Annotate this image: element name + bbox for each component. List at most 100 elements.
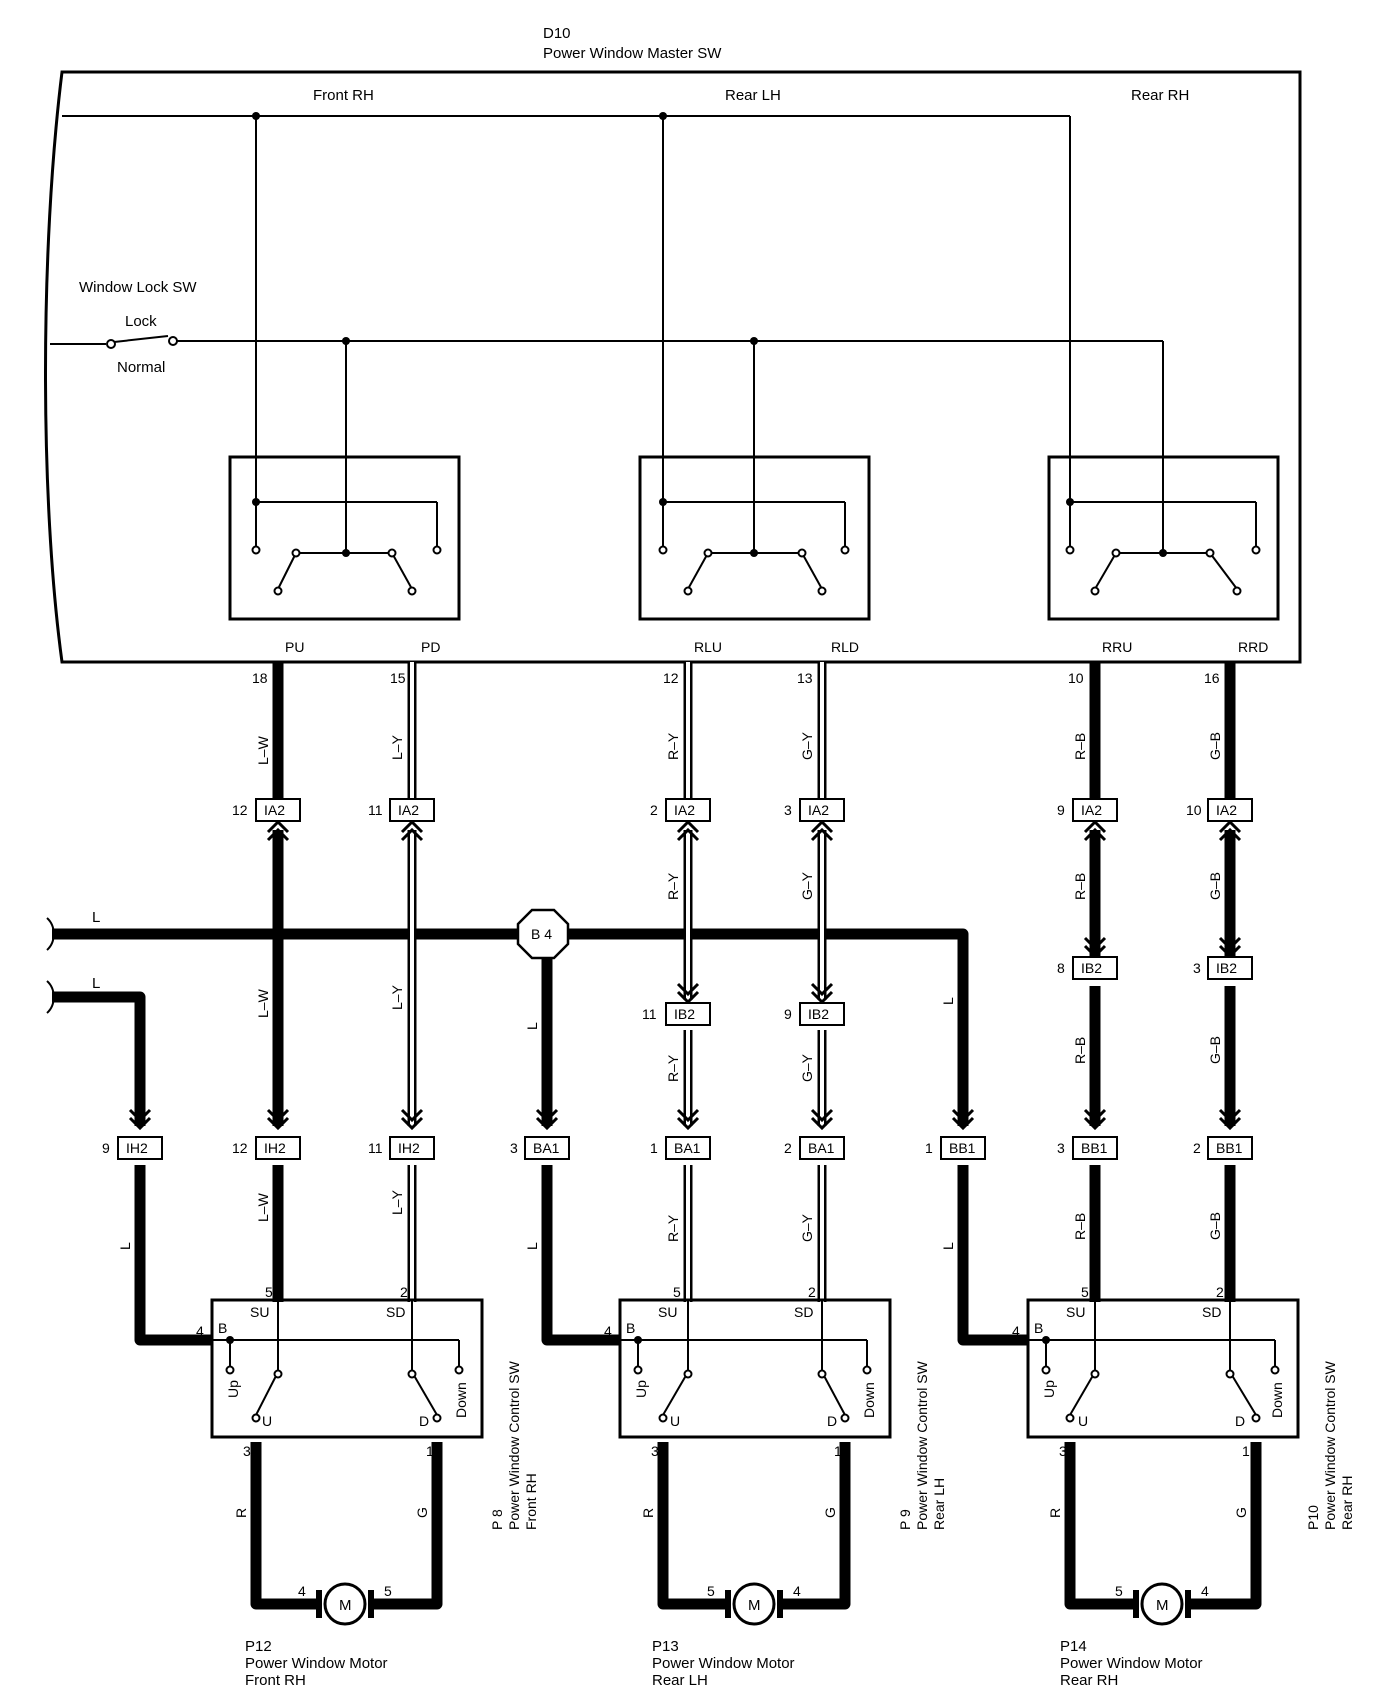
svg-text:R: R [640, 1508, 656, 1518]
svg-text:P 8: P 8 [489, 1509, 505, 1530]
svg-text:L–W: L–W [255, 735, 271, 765]
svg-text:L: L [940, 997, 956, 1005]
svg-text:1: 1 [426, 1443, 434, 1459]
control-switch-rear-rh: SU SD B U D Up Down 5 2 4 3 1 [1012, 1284, 1300, 1459]
master-pin-numbers: 18 15 12 13 10 16 [252, 670, 1220, 686]
svg-text:U: U [262, 1413, 272, 1429]
svg-text:IB2: IB2 [1216, 960, 1237, 976]
svg-text:SU: SU [658, 1304, 677, 1320]
svg-text:Down: Down [453, 1382, 469, 1418]
svg-text:L: L [940, 1242, 956, 1250]
svg-text:SD: SD [1202, 1304, 1221, 1320]
svg-text:3: 3 [651, 1443, 659, 1459]
svg-text:BB1: BB1 [1216, 1140, 1243, 1156]
wire-color-labels: L–W L–Y R–Y G–Y R–B G–B R–Y G–Y R–B G–B … [117, 731, 1249, 1518]
svg-text:2: 2 [400, 1284, 408, 1300]
svg-text:B: B [626, 1320, 635, 1336]
svg-text:P 9: P 9 [897, 1509, 913, 1530]
svg-text:15: 15 [390, 670, 406, 686]
svg-text:BA1: BA1 [533, 1140, 560, 1156]
master-switch: D10 Power Window Master SW Front RH Rear… [44, 25, 1302, 664]
svg-text:BB1: BB1 [949, 1140, 976, 1156]
wire-color-l-1: L [92, 909, 100, 926]
svg-text:5: 5 [1081, 1284, 1089, 1300]
control-switch-rear-lh: SU SD B U D Up Down 5 2 4 3 1 [604, 1284, 892, 1459]
section-rear-rh: Rear RH [1131, 87, 1189, 104]
svg-text:1: 1 [650, 1140, 658, 1156]
svg-text:3: 3 [510, 1140, 518, 1156]
svg-text:12: 12 [232, 1140, 248, 1156]
lock-sw-title: Window Lock SW [79, 279, 197, 296]
svg-text:Down: Down [861, 1382, 877, 1418]
svg-text:3: 3 [1057, 1140, 1065, 1156]
svg-text:G–Y: G–Y [799, 1213, 815, 1242]
control-switch-front-rh: SU SD B U D Up Down 5 2 4 3 1 [196, 1284, 484, 1459]
svg-text:9: 9 [784, 1006, 792, 1022]
motor-front-rh: M 4 5 P12 Power Window Motor Front RH [245, 1582, 392, 1689]
svg-text:Front RH: Front RH [523, 1473, 539, 1530]
svg-text:10: 10 [1068, 670, 1084, 686]
svg-text:IB2: IB2 [1081, 960, 1102, 976]
svg-text:4: 4 [196, 1323, 204, 1339]
svg-text:SD: SD [386, 1304, 405, 1320]
connector-ia2-3: IA2 2 [650, 798, 711, 822]
svg-text:R: R [1047, 1508, 1063, 1518]
svg-text:B: B [218, 1320, 227, 1336]
svg-text:Power Window Control SW: Power Window Control SW [506, 1360, 522, 1530]
svg-text:IA2: IA2 [398, 802, 419, 818]
svg-text:G: G [414, 1507, 430, 1518]
svg-text:U: U [1078, 1413, 1088, 1429]
supply-bus [62, 115, 1071, 548]
svg-text:IH2: IH2 [126, 1140, 148, 1156]
svg-text:16: 16 [1204, 670, 1220, 686]
svg-text:11: 11 [368, 802, 383, 818]
svg-text:Power Window Motor: Power Window Motor [652, 1655, 795, 1672]
svg-text:G–Y: G–Y [799, 731, 815, 760]
svg-text:IA2: IA2 [1081, 802, 1102, 818]
svg-text:IA2: IA2 [674, 802, 695, 818]
svg-text:18: 18 [252, 670, 268, 686]
lock-sw-normal: Normal [117, 359, 165, 376]
svg-text:L–Y: L–Y [389, 984, 405, 1010]
svg-text:L–W: L–W [255, 1192, 271, 1222]
svg-text:R–B: R–B [1072, 1213, 1088, 1240]
svg-text:3: 3 [784, 802, 792, 818]
lock-sw-lock: Lock [125, 313, 157, 330]
motor-symbol: M [339, 1597, 352, 1614]
svg-text:P13: P13 [652, 1638, 679, 1655]
svg-text:2: 2 [650, 802, 658, 818]
svg-text:5: 5 [1115, 1583, 1123, 1599]
svg-text:9: 9 [102, 1140, 110, 1156]
svg-text:IH2: IH2 [264, 1140, 286, 1156]
svg-text:5: 5 [673, 1284, 681, 1300]
wire-color-l-2: L [92, 975, 100, 992]
svg-text:P14: P14 [1060, 1638, 1087, 1655]
svg-text:5: 5 [384, 1583, 392, 1599]
svg-text:IA2: IA2 [264, 802, 285, 818]
terminal-pd: PD [421, 639, 440, 655]
section-rear-lh: Rear LH [725, 87, 781, 104]
control-switch-captions: P 8 Power Window Control SW Front RH P 9… [489, 1360, 1355, 1530]
svg-text:B: B [1034, 1320, 1043, 1336]
svg-text:2: 2 [1216, 1284, 1224, 1300]
svg-text:10: 10 [1186, 802, 1202, 818]
svg-text:5: 5 [265, 1284, 273, 1300]
svg-text:R–B: R–B [1072, 733, 1088, 760]
svg-text:R–B: R–B [1072, 873, 1088, 900]
svg-text:SD: SD [794, 1304, 813, 1320]
motor-symbol: M [748, 1597, 761, 1614]
svg-text:4: 4 [604, 1323, 612, 1339]
terminal-rld: RLD [831, 639, 859, 655]
svg-text:13: 13 [797, 670, 813, 686]
svg-text:Power Window Motor: Power Window Motor [245, 1655, 388, 1672]
svg-text:Rear RH: Rear RH [1339, 1476, 1355, 1530]
svg-text:BA1: BA1 [674, 1140, 701, 1156]
svg-text:U: U [670, 1413, 680, 1429]
svg-text:IA2: IA2 [1216, 802, 1237, 818]
motor-symbol: M [1156, 1597, 1169, 1614]
svg-text:12: 12 [232, 802, 248, 818]
